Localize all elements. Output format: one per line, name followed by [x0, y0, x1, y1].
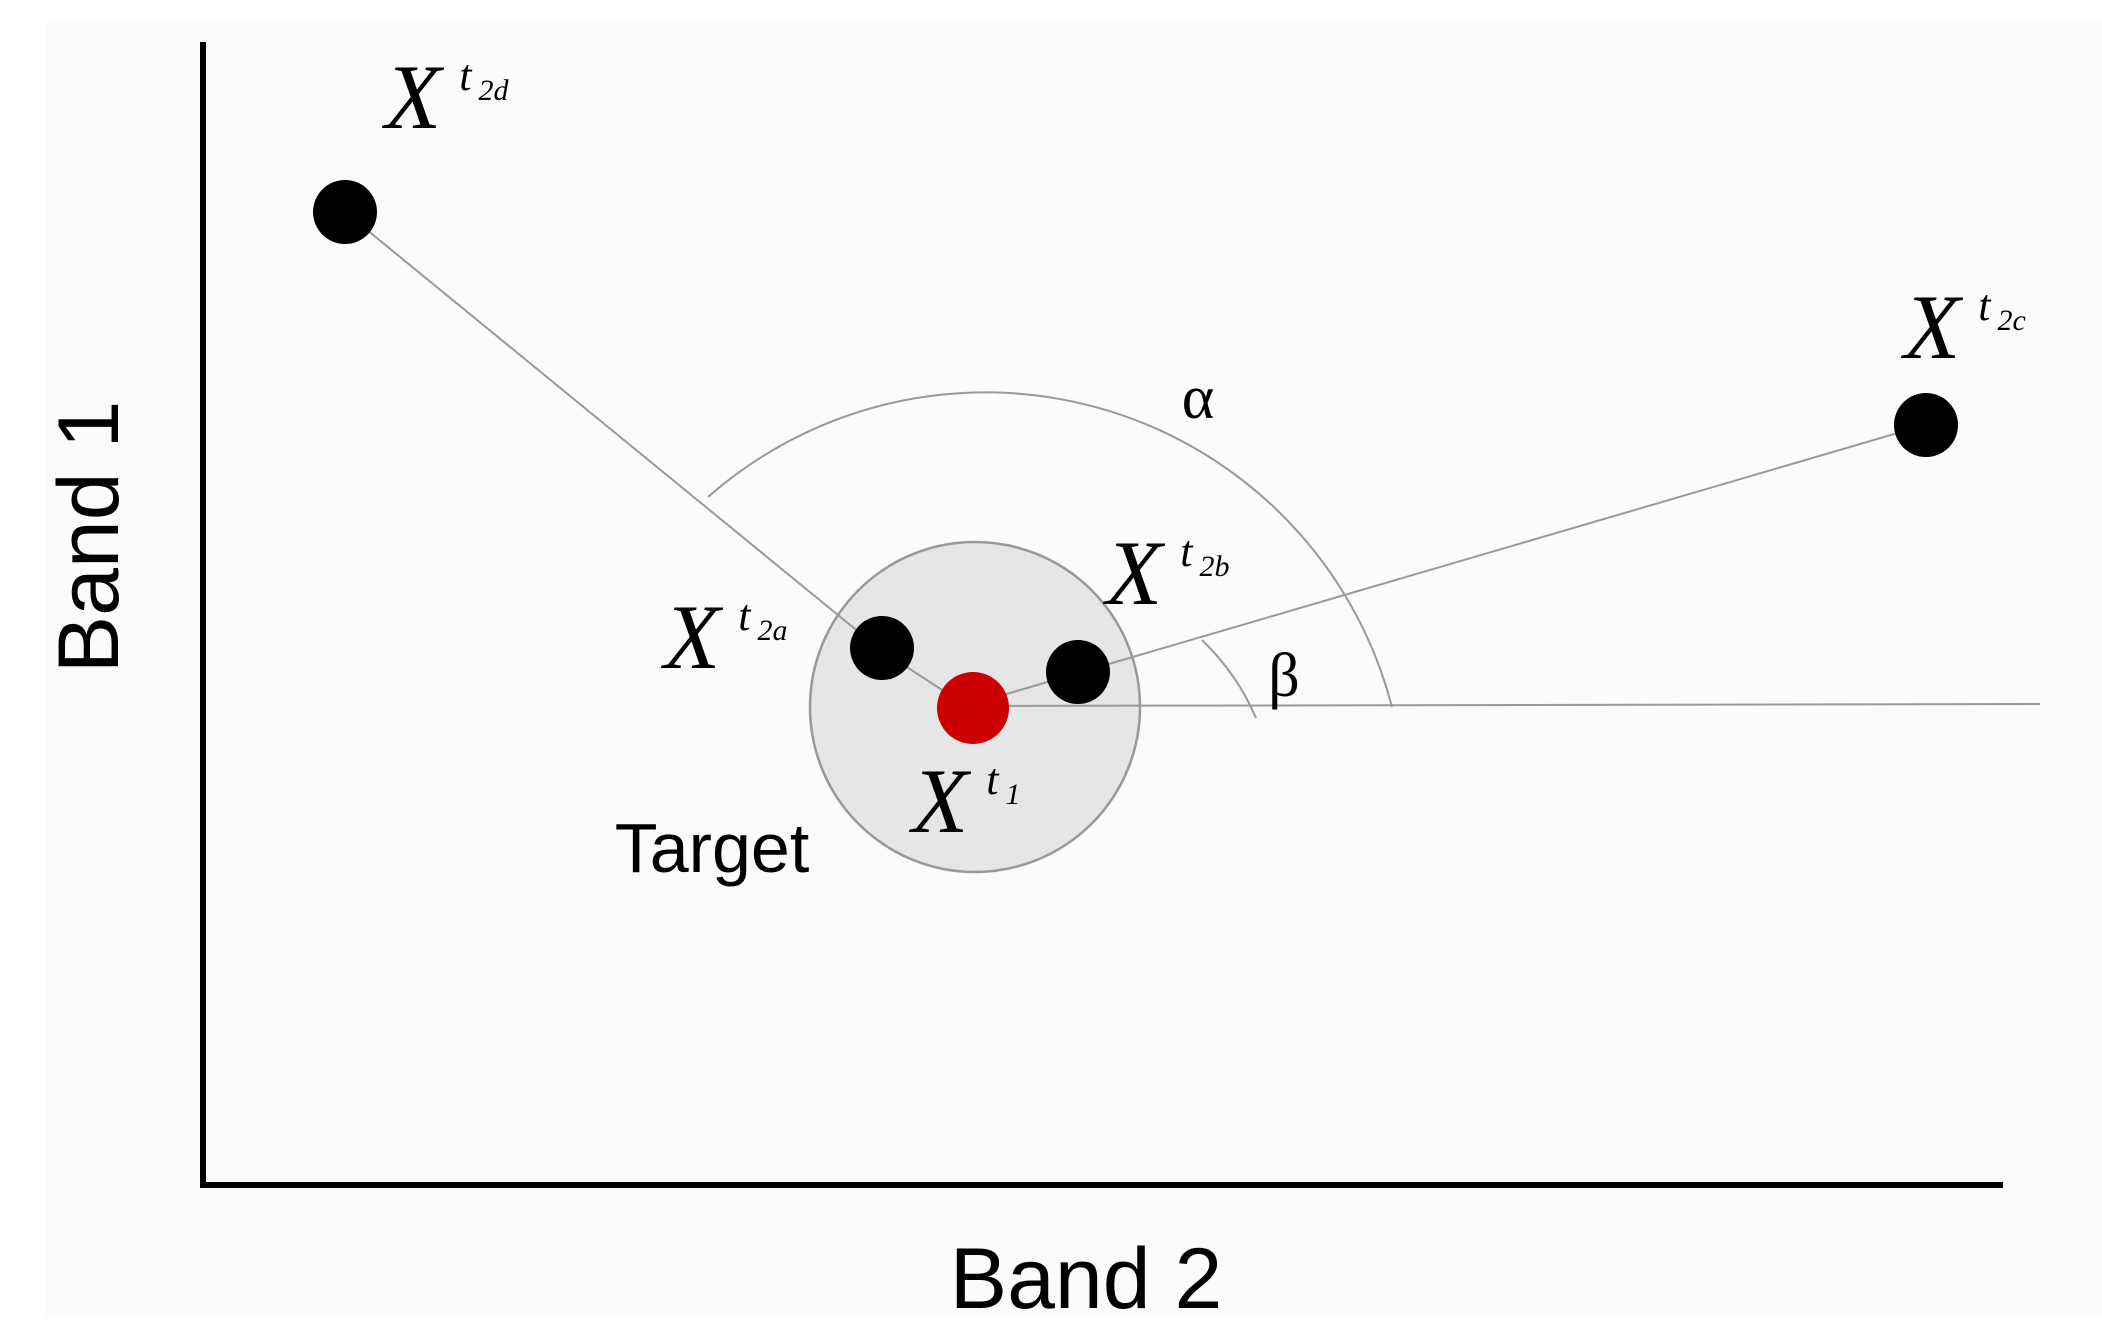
horizontal-reference-line	[974, 703, 2041, 707]
center-point-sub: 1	[1005, 778, 1020, 811]
point-b-sub: 2b	[1199, 550, 1229, 583]
point-a-base: X	[660, 586, 724, 688]
point-d-base: X	[381, 46, 445, 148]
point-b-base: X	[1102, 522, 1166, 624]
point-c-label: X t 2c	[1900, 276, 2026, 378]
point-a-sup: t	[738, 591, 752, 640]
center-point-marker	[937, 672, 1009, 744]
point-b-label: X t 2b	[1102, 522, 1229, 624]
point-d-marker	[313, 180, 377, 244]
point-b-marker	[1046, 640, 1110, 704]
center-point-base: X	[908, 750, 972, 852]
beta-label: β	[1268, 642, 1300, 710]
alpha-arc	[707, 391, 1393, 708]
point-c-sup: t	[1978, 281, 1992, 330]
point-a-marker	[850, 616, 914, 680]
center-point-label: X t 1	[908, 750, 1020, 852]
center-point-sup: t	[986, 755, 1000, 804]
beta-arc	[1201, 639, 1257, 719]
line-to-point-c	[1002, 424, 1926, 696]
point-b-sup: t	[1180, 527, 1194, 576]
point-a-label: X t 2a	[660, 586, 787, 688]
alpha-label: α	[1182, 364, 1214, 432]
target-label: Target	[615, 809, 810, 887]
point-d-sup: t	[459, 51, 473, 100]
point-d-sub: 2d	[478, 74, 509, 107]
line-to-point-d	[344, 211, 883, 652]
point-c-sub: 2c	[1997, 304, 2025, 337]
y-axis-label: Band 1	[41, 401, 137, 674]
point-c-base: X	[1900, 276, 1964, 378]
point-d-label: X t 2d	[381, 46, 509, 148]
point-c-marker	[1894, 393, 1958, 457]
x-axis-label: Band 2	[950, 1231, 1223, 1327]
point-a-sub: 2a	[757, 614, 787, 647]
